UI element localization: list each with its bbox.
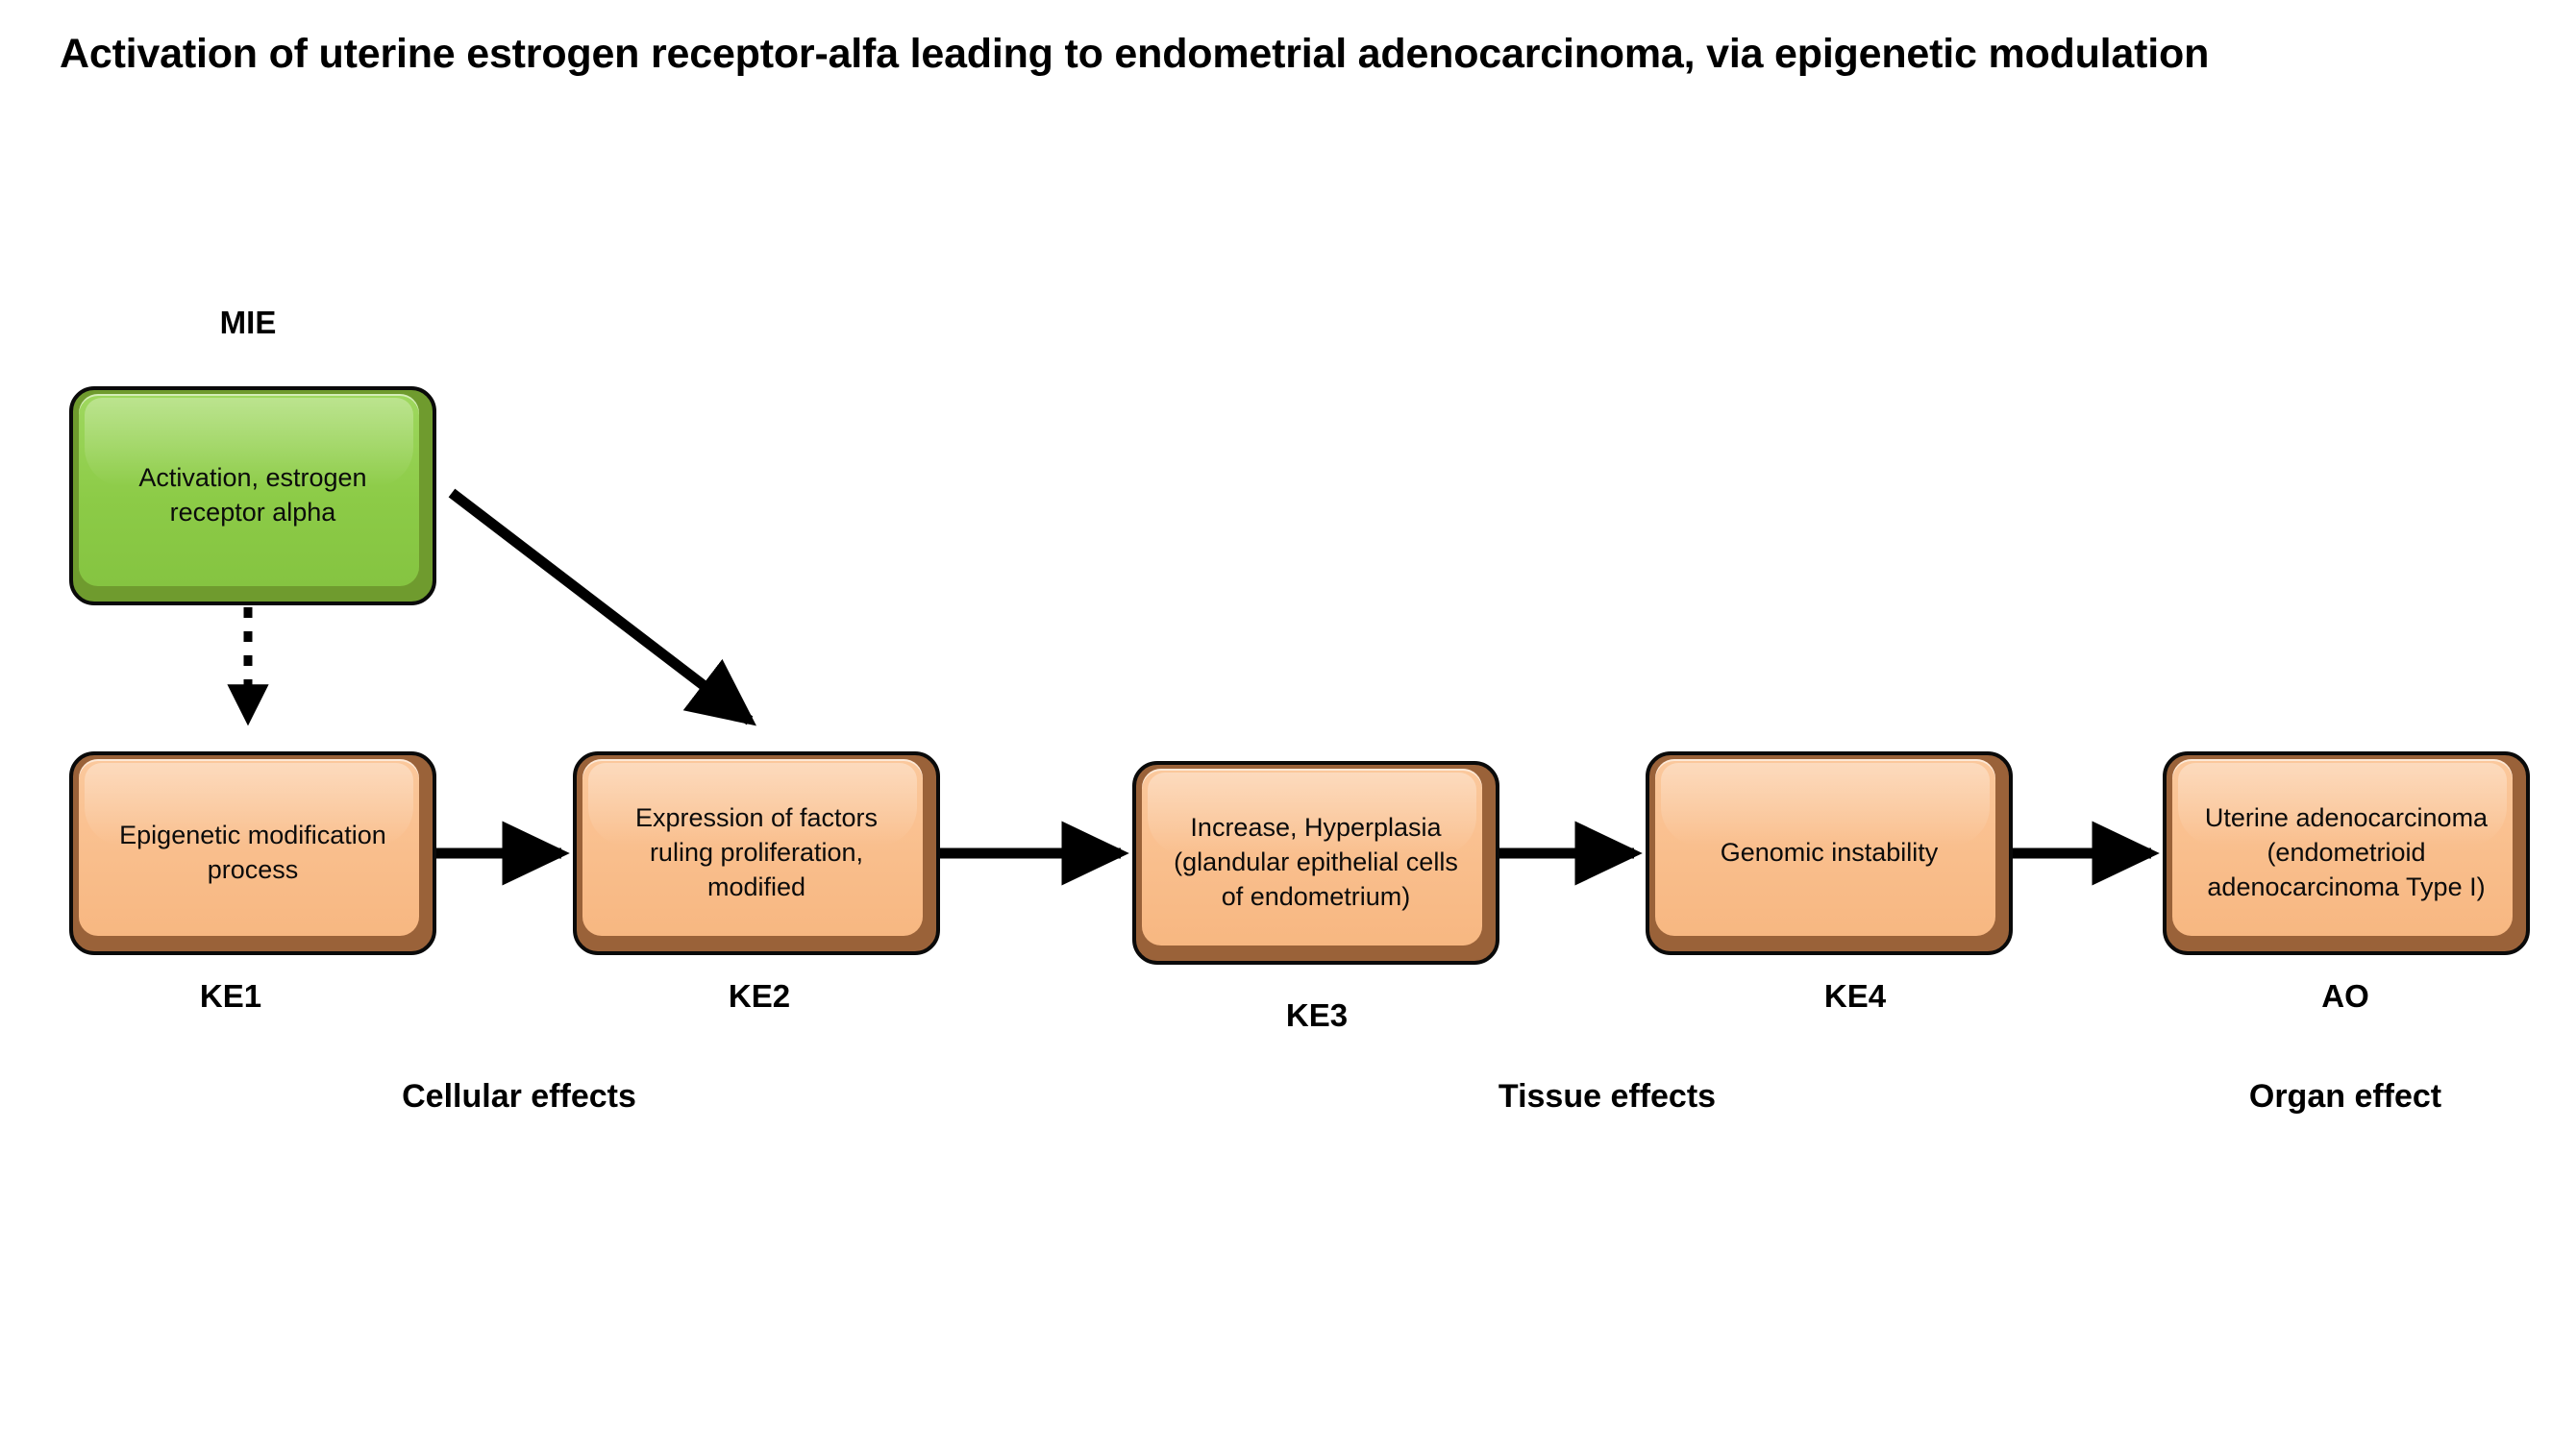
page-title: Activation of uterine estrogen receptor-…	[60, 31, 2210, 77]
node-ke1-label: Epigenetic modification process	[119, 821, 386, 884]
node-ke3[interactable]: Increase, Hyperplasia (glandular epithel…	[1132, 761, 1499, 965]
node-ke1[interactable]: Epigenetic modification process	[69, 751, 436, 955]
node-ao-label: Uterine adenocarcinoma (endometrioid ade…	[2204, 803, 2489, 901]
node-tag-ke2: KE2	[728, 978, 791, 1014]
edge-mie-to-ke2	[448, 488, 756, 726]
node-ke4[interactable]: Genomic instability	[1646, 751, 2013, 955]
node-mie-label: Activation, estrogen receptor alpha	[138, 463, 367, 527]
level-label-cellular: Cellular effects	[402, 1078, 636, 1115]
node-ke4-label: Genomic instability	[1720, 838, 1939, 868]
node-ao[interactable]: Uterine adenocarcinoma (endometrioid ade…	[2163, 751, 2530, 955]
level-label-tissue: Tissue effects	[1498, 1078, 1717, 1115]
node-tag-ke4: KE4	[1823, 978, 1887, 1014]
node-tag-ke3: KE3	[1285, 997, 1349, 1033]
node-tag-mie: MIE	[219, 305, 277, 340]
node-tag-ao: AO	[2321, 978, 2369, 1014]
node-ke2-label: Expression of factors ruling proliferati…	[634, 803, 879, 901]
node-ke2[interactable]: Expression of factors ruling proliferati…	[573, 751, 940, 955]
node-tag-ke1: KE1	[199, 978, 262, 1014]
level-label-organ: Organ effect	[2248, 1078, 2442, 1115]
node-ke3-label: Increase, Hyperplasia (glandular epithel…	[1174, 813, 1458, 911]
node-mie[interactable]: Activation, estrogen receptor alpha	[69, 386, 436, 605]
